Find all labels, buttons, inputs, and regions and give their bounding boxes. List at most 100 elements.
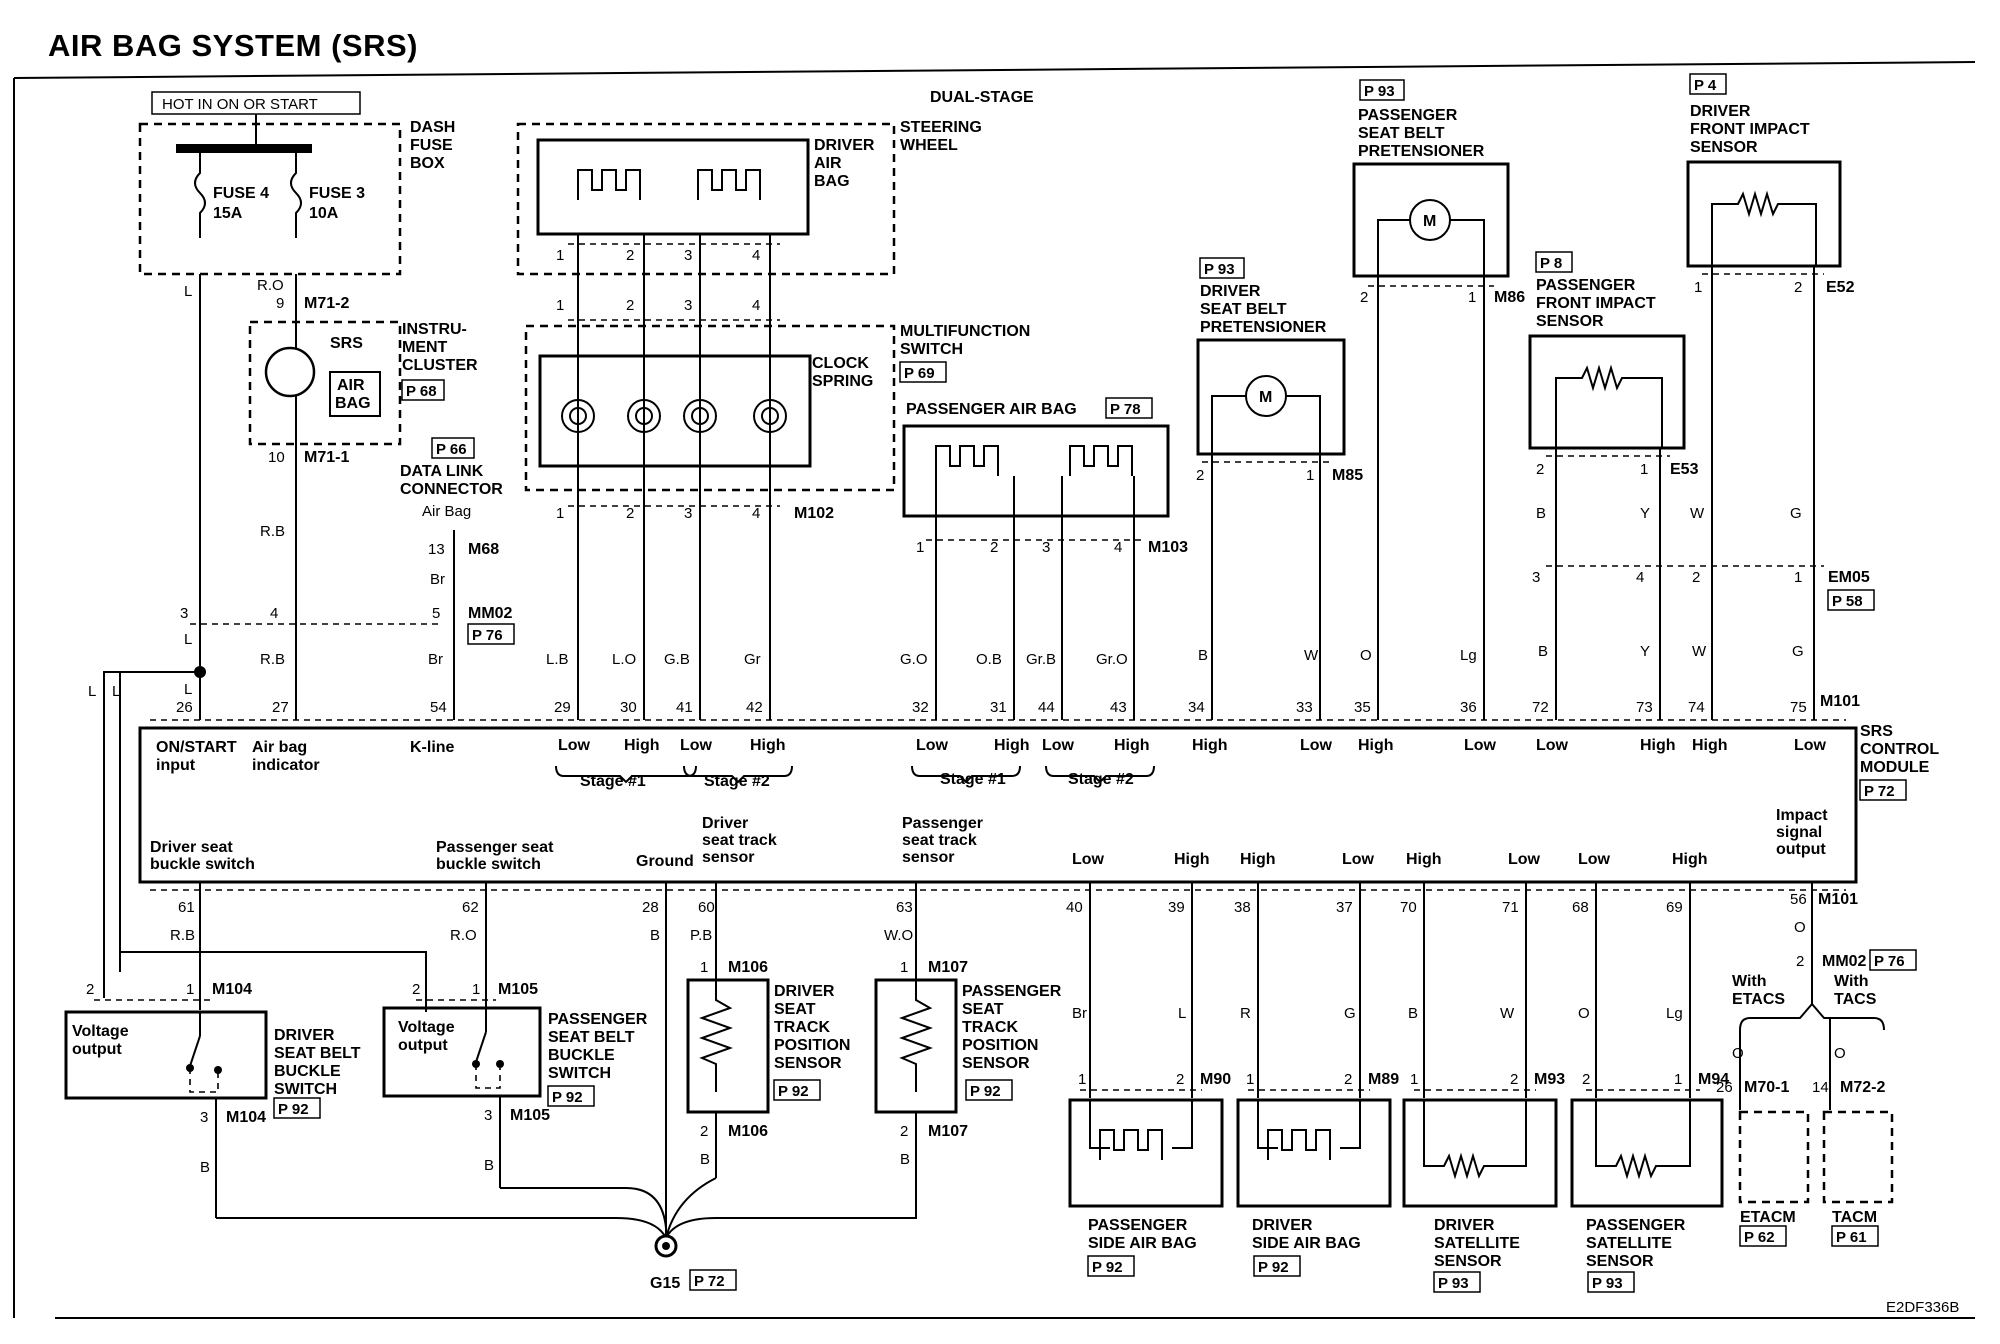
passenger-buckle-label-4: SWITCH	[548, 1065, 611, 1082]
pin-label: 2	[1196, 467, 1204, 484]
pin-label: 3	[684, 297, 692, 314]
module-pin-label: High	[994, 737, 1030, 754]
wire-color-label: O	[1578, 1005, 1590, 1022]
module-pin-label: input	[156, 757, 196, 774]
ref-p92: P 92	[1092, 1259, 1123, 1276]
pin-label: 1	[900, 959, 908, 976]
pin-label: 4	[270, 605, 278, 622]
wire-color-label: Gr.O	[1096, 651, 1128, 668]
ref-p93: P 93	[1364, 83, 1395, 100]
ref-p58: P 58	[1832, 593, 1863, 610]
stage-label: Stage #2	[1068, 771, 1134, 788]
wire-color-label: Br	[428, 651, 443, 668]
ref-p78: P 78	[1110, 401, 1141, 418]
wire-color-label: O	[1794, 919, 1806, 936]
passenger-pretensioner-label-1: PASSENGER	[1358, 107, 1458, 124]
srs-control-module: SRS CONTROL MODULE P 72 M101	[138, 693, 1939, 891]
wire-color-label: B	[1538, 643, 1548, 660]
ground-label: G15	[650, 1275, 680, 1292]
pass-satellite-label-2: SATELLITE	[1586, 1235, 1672, 1252]
pin-label: 3	[684, 505, 692, 522]
pin-label: 3	[484, 1107, 492, 1124]
wire-color-label: W.O	[884, 927, 913, 944]
driver-front-sensor-label-2: FRONT IMPACT	[1690, 121, 1810, 138]
pass-satellite-label-3: SENSOR	[1586, 1253, 1654, 1270]
driver-track-label-2: SEAT	[774, 1001, 816, 1018]
instrument-cluster-label-2: MENT	[402, 339, 448, 356]
stage-label: Stage #1	[940, 771, 1006, 788]
wire-color-label: B	[484, 1157, 494, 1174]
diagram-frame	[13, 61, 1976, 1319]
module-pin-label: High	[624, 737, 660, 754]
air-bag-lamp-label-2: BAG	[335, 395, 371, 412]
pin-label: 1	[1468, 289, 1476, 306]
wire-color-label: R.B	[260, 651, 285, 668]
pin-label: 2	[626, 247, 634, 264]
wire-color-label: R.O	[257, 277, 284, 294]
pin-label: 28	[642, 899, 659, 916]
module-pin-label: High	[1692, 737, 1728, 754]
connector-m71-1: M71-1	[304, 449, 349, 466]
driver-pretensioner-label-2: SEAT BELT	[1200, 301, 1287, 318]
wire-color-label: R.O	[450, 927, 477, 944]
pin-label: 1	[1246, 1071, 1254, 1088]
connector-m101: M101	[1818, 891, 1858, 908]
multifunction-label-2: SWITCH	[900, 341, 963, 358]
wire-color-label: Lg	[1460, 647, 1477, 664]
driver-seat-belt-buckle-switch: 61 R.B L L 2 1 M104 Voltage output 3 M10…	[64, 671, 361, 1218]
connector-m90: M90	[1200, 1071, 1231, 1088]
driver-track-label-5: SENSOR	[774, 1055, 842, 1072]
fuse-4-label: FUSE 4	[213, 185, 269, 202]
wire-color-label: W	[1304, 647, 1319, 664]
module-pin-label: indicator	[252, 757, 320, 774]
wire-color-label: B	[900, 1151, 910, 1168]
wire-color-label: W	[1500, 1005, 1515, 1022]
driver-buckle-label-3: BUCKLE	[274, 1063, 341, 1080]
clock-spring-label-2: SPRING	[812, 373, 873, 390]
module-pin-number: 74	[1688, 699, 1705, 716]
passenger-track-label-2: SEAT	[962, 1001, 1004, 1018]
steering-wires: 1 2 3 4 1 2 3 4 1 2 3 4 L.B L.O G.B Gr	[546, 234, 780, 720]
passenger-track-label-4: POSITION	[962, 1037, 1038, 1054]
passenger-seat-track-position-sensor: 63 W.O 1 M107 2 M107 B PASSENGER SEAT TR…	[874, 882, 1062, 1178]
pin-label: 2	[1582, 1071, 1590, 1088]
pin-label: 2	[1360, 289, 1368, 306]
ref-p92: P 92	[552, 1089, 583, 1106]
wire-color-label: L	[184, 631, 192, 648]
pin-label: 1	[556, 505, 564, 522]
wire-color-label: G	[1790, 505, 1802, 522]
module-pin-label: K-line	[410, 739, 455, 756]
module-pin-label: seat track	[702, 832, 777, 849]
wire-color-label: B	[650, 927, 660, 944]
ref-p72: P 72	[694, 1273, 725, 1290]
wire-color-label: O	[1732, 1045, 1744, 1062]
data-link-sub-label: Air Bag	[422, 503, 471, 520]
module-pin-label: Low	[1042, 737, 1075, 754]
steering-wheel-label-1: STEERING	[900, 119, 982, 136]
module-pin-number: 35	[1354, 699, 1371, 716]
driver-front-impact-sensor: P 4 DRIVER FRONT IMPACT SENSOR 1 2 E52 W…	[1686, 73, 1875, 720]
connector-mm02: MM02	[1822, 953, 1867, 970]
instrument-cluster-label-3: CLUSTER	[402, 357, 478, 374]
pass-satellite-label-1: PASSENGER	[1586, 1217, 1686, 1234]
wire-color-label: Gr.B	[1026, 651, 1056, 668]
data-link-connector: P 66 DATA LINK CONNECTOR Air Bag 13 M68 …	[400, 437, 515, 720]
driver-pretensioner-label-3: PRETENSIONER	[1200, 319, 1327, 336]
wire-color-label: B	[1408, 1005, 1418, 1022]
module-pin-number: 54	[430, 699, 447, 716]
connector-m94: M94	[1698, 1071, 1729, 1088]
srs-lamp-label: SRS	[330, 335, 363, 352]
srs-module-label-1: SRS	[1860, 723, 1893, 740]
driver-pretensioner-label-1: DRIVER	[1200, 283, 1261, 300]
connector-e52: E52	[1826, 279, 1855, 296]
ref-p62: P 62	[1744, 1229, 1775, 1246]
module-pin-label: Driver seat	[150, 839, 233, 856]
air-bag-lamp-label-1: AIR	[337, 377, 365, 394]
with-tacs-label-2: TACS	[1834, 991, 1877, 1008]
pin-label: 56	[1790, 891, 1807, 908]
pin-label: 3	[180, 605, 188, 622]
wire-color-label: Br	[430, 571, 445, 588]
ref-p76: P 76	[472, 627, 503, 644]
module-pin-label: Low	[1536, 737, 1569, 754]
ref-p66: P 66	[436, 441, 467, 458]
